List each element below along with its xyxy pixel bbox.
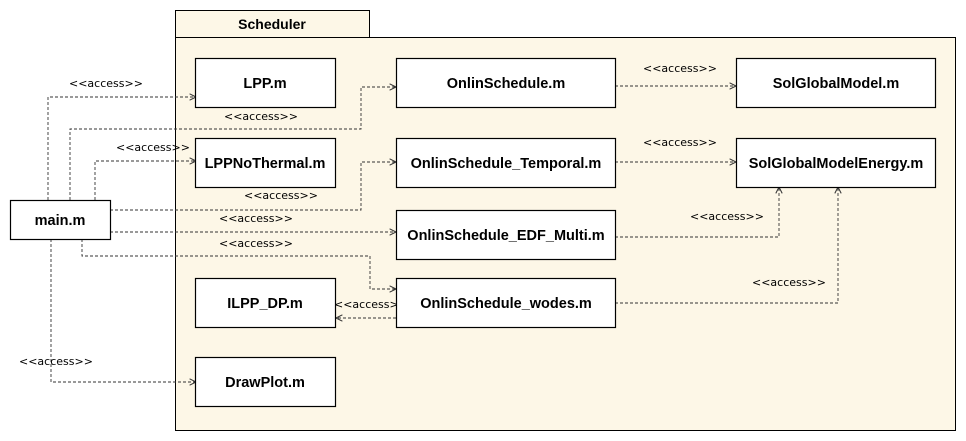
node-draw-plot-label: DrawPlot.m [225,375,305,391]
dep-main-to-draw-plot [50,239,196,382]
dep-edf-multi-to-sol-global-model-energy [615,187,779,238]
dep-label-main-temporal: <<access>> [244,189,318,202]
node-sol-global-model-label: SolGlobalModel.m [773,76,899,92]
dep-wodes-to-sol-global-model-energy [615,187,838,304]
node-sol-global-model[interactable]: SolGlobalModel.m [735,57,937,109]
package-tab [175,10,370,38]
dep-label-main-draw-plot: <<access>> [19,355,93,368]
node-draw-plot[interactable]: DrawPlot.m [194,356,337,408]
dep-label-edf-multi-sol-energy: <<access>> [690,210,764,223]
dep-label-wodes-ilpp-dp: <<access>> [334,298,408,311]
dep-label-main-edf-multi: <<access>> [219,212,293,225]
node-onlin-schedule-edf-multi[interactable]: OnlinSchedule_EDF_Multi.m [395,209,617,261]
dep-main-to-lpp-no-thermal [94,161,196,200]
node-sol-global-model-energy-label: SolGlobalModelEnergy.m [749,156,924,172]
package-title: Scheduler [238,16,306,32]
node-onlin-schedule-wodes-label: OnlinSchedule_wodes.m [420,296,592,312]
node-onlin-schedule[interactable]: OnlinSchedule.m [395,57,617,109]
node-lpp[interactable]: LPP.m [194,57,337,109]
node-main[interactable]: main.m [9,199,112,241]
dependency-lines [47,86,838,382]
node-sol-global-model-energy-box[interactable] [735,137,937,189]
dep-main-to-onlin-schedule-wodes [81,239,396,289]
dep-label-onlin-schedule-sol-global-model: <<access>> [643,62,717,75]
node-onlin-schedule-box[interactable] [395,57,617,109]
node-sol-global-model-energy[interactable]: SolGlobalModelEnergy.m [735,137,937,189]
node-onlin-schedule-temporal-box[interactable] [395,137,617,189]
node-lpp-box[interactable] [194,57,337,109]
dep-main-to-lpp [47,97,196,200]
dep-label-main-onlin-schedule: <<access>> [224,110,298,123]
node-onlin-schedule-edf-multi-label: OnlinSchedule_EDF_Multi.m [407,228,604,244]
dep-label-main-wodes: <<access>> [219,237,293,250]
dep-label-wodes-sol-energy: <<access>> [752,276,826,289]
node-onlin-schedule-wodes[interactable]: OnlinSchedule_wodes.m [395,277,617,329]
node-lpp-no-thermal-label: LPPNoThermal.m [205,156,326,172]
dep-main-to-onlin-schedule [69,87,396,200]
dep-label-main-lpp-no-thermal: <<access>> [116,141,190,154]
node-ilpp-dp-label: ILPP_DP.m [227,296,303,312]
dependency-labels: <<access>> <<access>> <<access>> <<acces… [19,62,826,368]
node-sol-global-model-box[interactable] [735,57,937,109]
node-onlin-schedule-label: OnlinSchedule.m [447,76,565,92]
node-onlin-schedule-temporal-label: OnlinSchedule_Temporal.m [411,156,602,172]
dep-label-main-lpp: <<access>> [69,77,143,90]
node-draw-plot-box[interactable] [194,356,337,408]
dep-main-to-onlin-schedule-temporal [110,162,396,211]
dep-label-temporal-sol-energy: <<access>> [643,136,717,149]
node-main-box[interactable] [9,199,112,241]
node-ilpp-dp[interactable]: ILPP_DP.m [194,277,337,329]
node-lpp-no-thermal[interactable]: LPPNoThermal.m [194,137,337,189]
node-onlin-schedule-wodes-box[interactable] [395,277,617,329]
node-lpp-label: LPP.m [243,76,286,92]
node-onlin-schedule-temporal[interactable]: OnlinSchedule_Temporal.m [395,137,617,189]
node-lpp-no-thermal-box[interactable] [194,137,337,189]
node-onlin-schedule-edf-multi-box[interactable] [395,209,617,261]
node-ilpp-dp-box[interactable] [194,277,337,329]
node-main-label: main.m [35,213,86,229]
